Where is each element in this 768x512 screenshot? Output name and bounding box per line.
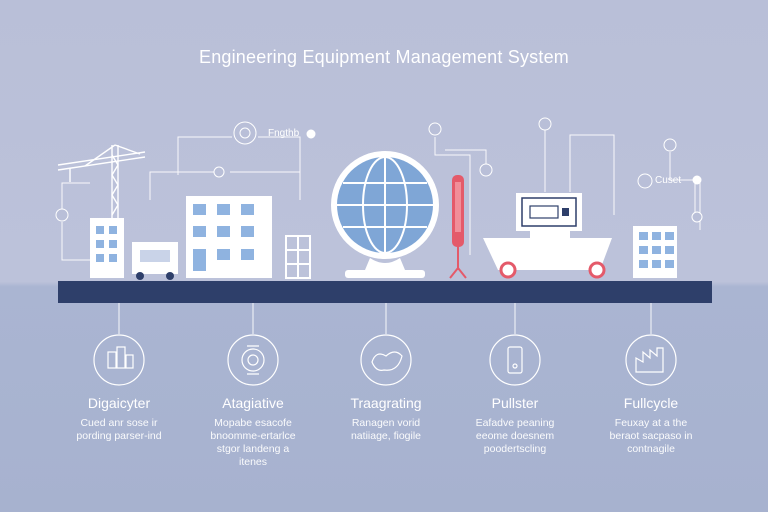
- feature-line: Mopabe esacofe: [214, 417, 292, 429]
- feature-line: natiiage, fiogile: [350, 430, 422, 442]
- feature-column-1: Digaicyter Cued anr sose ir pording pars…: [44, 395, 194, 443]
- callout-label-top-left: Fngthb: [268, 128, 300, 139]
- office-building-icon: [186, 196, 272, 278]
- info-dot-icon: [691, 211, 703, 223]
- machine-cart-icon: [132, 242, 178, 280]
- connector-lines: [61, 128, 701, 334]
- info-dot-icon: [663, 138, 677, 152]
- dot-icon: [306, 129, 316, 139]
- globe-icon: [331, 151, 439, 278]
- monitor-icon: [516, 193, 582, 231]
- buildings-circle-icon: [93, 334, 145, 386]
- info-dot-icon: [637, 173, 653, 189]
- building-right-icon: [633, 226, 677, 278]
- feature-line: contnagile: [627, 443, 675, 455]
- vehicle-icon: [483, 231, 612, 279]
- feature-heading: Fullcycle: [623, 395, 679, 411]
- feature-column-2: Atagiative Mopabe esacofe bnoomme-ertarl…: [178, 395, 328, 469]
- feature-heading: Atagiative: [222, 395, 284, 411]
- factory-circle-icon: [625, 334, 677, 386]
- feature-line: itenes: [238, 456, 268, 468]
- feature-line: poodertscling: [483, 443, 547, 455]
- feature-heading: Traagrating: [350, 395, 422, 411]
- thermometer-icon: [449, 175, 467, 279]
- feature-heading: Pullster: [491, 395, 539, 411]
- feature-line: pording parser-ind: [76, 430, 162, 442]
- page-title: Engineering Equipment Management System: [198, 47, 569, 67]
- feature-column-3: Traagrating Ranagen vorid natiiage, fiog…: [311, 395, 461, 443]
- feature-line: stgor landeng a: [216, 443, 290, 455]
- hand-circle-icon: [360, 334, 412, 386]
- dot-icon: [692, 175, 702, 185]
- info-dot-icon: [538, 117, 552, 131]
- crane-icon: [57, 144, 146, 222]
- device-circle-icon: [489, 334, 541, 386]
- feature-line: Ranagen vorid: [351, 417, 421, 429]
- tower-frame-icon: [285, 235, 311, 279]
- callout-markers: [55, 117, 703, 223]
- gauge-circle-icon: [227, 334, 279, 386]
- feature-line: Cued anr sose ir: [80, 417, 158, 429]
- feature-line: Eafadve peaning: [475, 417, 555, 429]
- feature-column-4: Pullster Eafadve peaning eeome doesnem p…: [440, 395, 590, 456]
- feature-line: Feuxay at a the: [614, 417, 688, 429]
- feature-line: bnoomme-ertarlce: [210, 430, 296, 442]
- platform-bar: [58, 281, 712, 303]
- building-small-icon: [90, 218, 124, 278]
- callout-label-top-right: Cuset: [655, 175, 682, 186]
- info-dot-icon: [479, 163, 493, 177]
- feature-line: eeome doesnem: [475, 430, 555, 442]
- info-dot-icon: [213, 166, 225, 178]
- feature-column-5: Fullcycle Feuxay at a the beraot sacpaso…: [576, 395, 726, 456]
- feature-line: beraot sacpaso in: [609, 430, 693, 442]
- feature-heading: Digaicyter: [87, 395, 151, 411]
- info-dot-icon: [428, 122, 442, 136]
- info-dot-icon: [55, 208, 69, 222]
